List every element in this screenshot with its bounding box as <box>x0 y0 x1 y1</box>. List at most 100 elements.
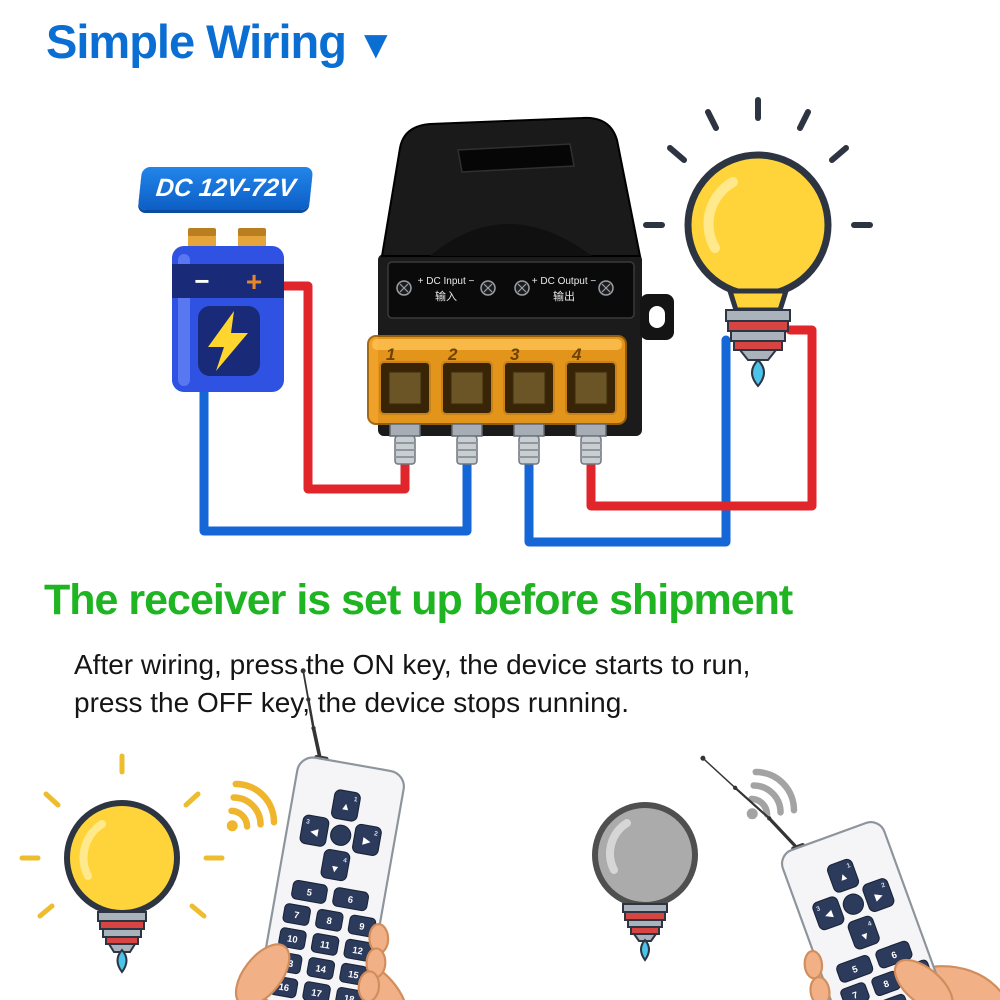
terminal-number-1: 1 <box>386 345 395 364</box>
key-14[interactable] <box>306 957 336 980</box>
dpad-up-button[interactable] <box>826 858 860 894</box>
dpad-num: 2 <box>880 882 886 890</box>
terminal-cell <box>503 361 555 415</box>
terminal-number-4: 4 <box>571 345 582 364</box>
wiring-diagram: − + <box>172 97 873 547</box>
down-triangle-icon: ▼ <box>355 23 396 67</box>
dc-input-cn: 输入 <box>435 289 457 303</box>
screw-icon <box>514 280 530 296</box>
glow-dashes <box>19 753 225 919</box>
number-buttons: 5 6 7 8 9 10 11 12 13 14 15 <box>269 879 377 1000</box>
arrow-up-icon: ▲ <box>837 871 850 885</box>
headline: The receiver is set up before shipment <box>44 576 793 624</box>
arrow-right-icon: ▶ <box>873 890 884 903</box>
dpad-up-button[interactable] <box>331 789 362 822</box>
wires <box>199 281 817 547</box>
wifi-waves-on-icon <box>226 780 278 832</box>
key-label: 16 <box>278 982 290 994</box>
dpad-center-button[interactable] <box>329 824 352 847</box>
dc-input-label: + DC Input − <box>418 276 475 287</box>
key-7[interactable] <box>840 982 871 1000</box>
dpad-num: 3 <box>306 818 311 826</box>
key-label: 14 <box>315 963 328 975</box>
dpad-num: 3 <box>816 905 822 913</box>
receiver-box: + DC Input − 输入 + DC Output − 输出 1 2 3 4 <box>367 116 674 465</box>
lightning-icon <box>208 311 248 371</box>
key-5[interactable] <box>835 954 874 983</box>
dpad-left-button[interactable] <box>299 814 330 847</box>
arrow-right-icon: ▶ <box>362 836 372 848</box>
key-10[interactable] <box>278 927 307 950</box>
screw-icon <box>598 280 614 296</box>
terminal-screws <box>389 423 607 465</box>
arrow-left-icon: ◀ <box>309 826 319 838</box>
key-label: 11 <box>319 939 330 951</box>
terminal-screw <box>451 423 483 465</box>
key-5[interactable] <box>291 879 328 904</box>
key-6[interactable] <box>332 887 369 912</box>
key-label: 7 <box>851 990 859 1000</box>
title-text: Simple Wiring <box>46 15 347 68</box>
key-label: 8 <box>326 916 333 927</box>
key-11[interactable] <box>310 933 340 956</box>
terminal-block: 1 2 3 4 <box>367 335 627 425</box>
bulb-rays <box>643 97 873 228</box>
key-label: 5 <box>306 887 313 898</box>
bulb-base <box>725 309 791 361</box>
receiver-label-plate: + DC Input − 输入 + DC Output − 输出 <box>387 261 635 319</box>
key-8[interactable] <box>315 908 344 932</box>
battery-minus: − <box>194 266 209 296</box>
key-11[interactable] <box>879 993 910 1000</box>
dpad-center-button[interactable] <box>840 891 866 917</box>
dc-output-label: + DC Output − <box>532 276 597 287</box>
key-18[interactable] <box>334 987 364 1000</box>
drop-icon <box>640 938 650 962</box>
key-label: 18 <box>343 993 355 1000</box>
bulb-on-icon <box>643 97 873 388</box>
thumb <box>234 943 291 1000</box>
key-label: 15 <box>347 969 359 981</box>
battery-icon: − + <box>172 228 284 392</box>
arrow-left-icon: ◀ <box>823 908 834 921</box>
dpad-left-button[interactable] <box>811 895 845 931</box>
dpad-right-button[interactable] <box>352 823 383 856</box>
key-label: 10 <box>286 933 298 945</box>
dpad: ▲ ◀ ▶ ▼ 1 2 3 4 <box>811 858 895 951</box>
receiver-lid-arch <box>430 224 592 256</box>
instructions: After wiring, press the ON key, the devi… <box>74 646 750 722</box>
bulb-off-icon <box>592 802 698 962</box>
terminal-cell <box>441 361 493 415</box>
terminal-screw <box>389 423 421 465</box>
mounting-hole <box>649 306 665 328</box>
arrow-down-icon: ▼ <box>859 930 872 944</box>
dpad-down-button[interactable] <box>847 915 881 951</box>
terminal-cell <box>379 361 431 415</box>
dpad-num: 4 <box>867 920 873 928</box>
terminal-number-3: 3 <box>510 345 520 364</box>
dpad-down-button[interactable] <box>320 849 351 882</box>
receiver-lid <box>380 116 642 257</box>
screw-icon <box>480 280 496 296</box>
key-label: 6 <box>347 894 354 905</box>
screw-icon <box>396 280 412 296</box>
dpad-num: 1 <box>846 862 852 870</box>
thumb <box>893 958 954 1000</box>
remote-left: ▲ ◀ ▶ ▼ 1 2 3 4 5 6 7 8 9 <box>234 668 411 1000</box>
key-label: 17 <box>310 987 322 999</box>
fingertip <box>809 976 831 1000</box>
arrow-down-icon: ▼ <box>329 863 341 876</box>
key-label: 5 <box>851 964 859 975</box>
wire-blue-right <box>524 335 731 547</box>
antenna <box>300 668 329 766</box>
key-label: 7 <box>293 910 300 921</box>
dpad-num: 4 <box>343 857 348 865</box>
key-7[interactable] <box>282 903 311 926</box>
dc-output-cn: 输出 <box>553 289 575 303</box>
key-label: 9 <box>358 921 365 932</box>
key-17[interactable] <box>302 981 331 1000</box>
dpad-right-button[interactable] <box>861 877 895 913</box>
fingertip <box>357 970 381 1000</box>
bulb-base <box>622 903 668 942</box>
key-label: 12 <box>352 945 364 957</box>
